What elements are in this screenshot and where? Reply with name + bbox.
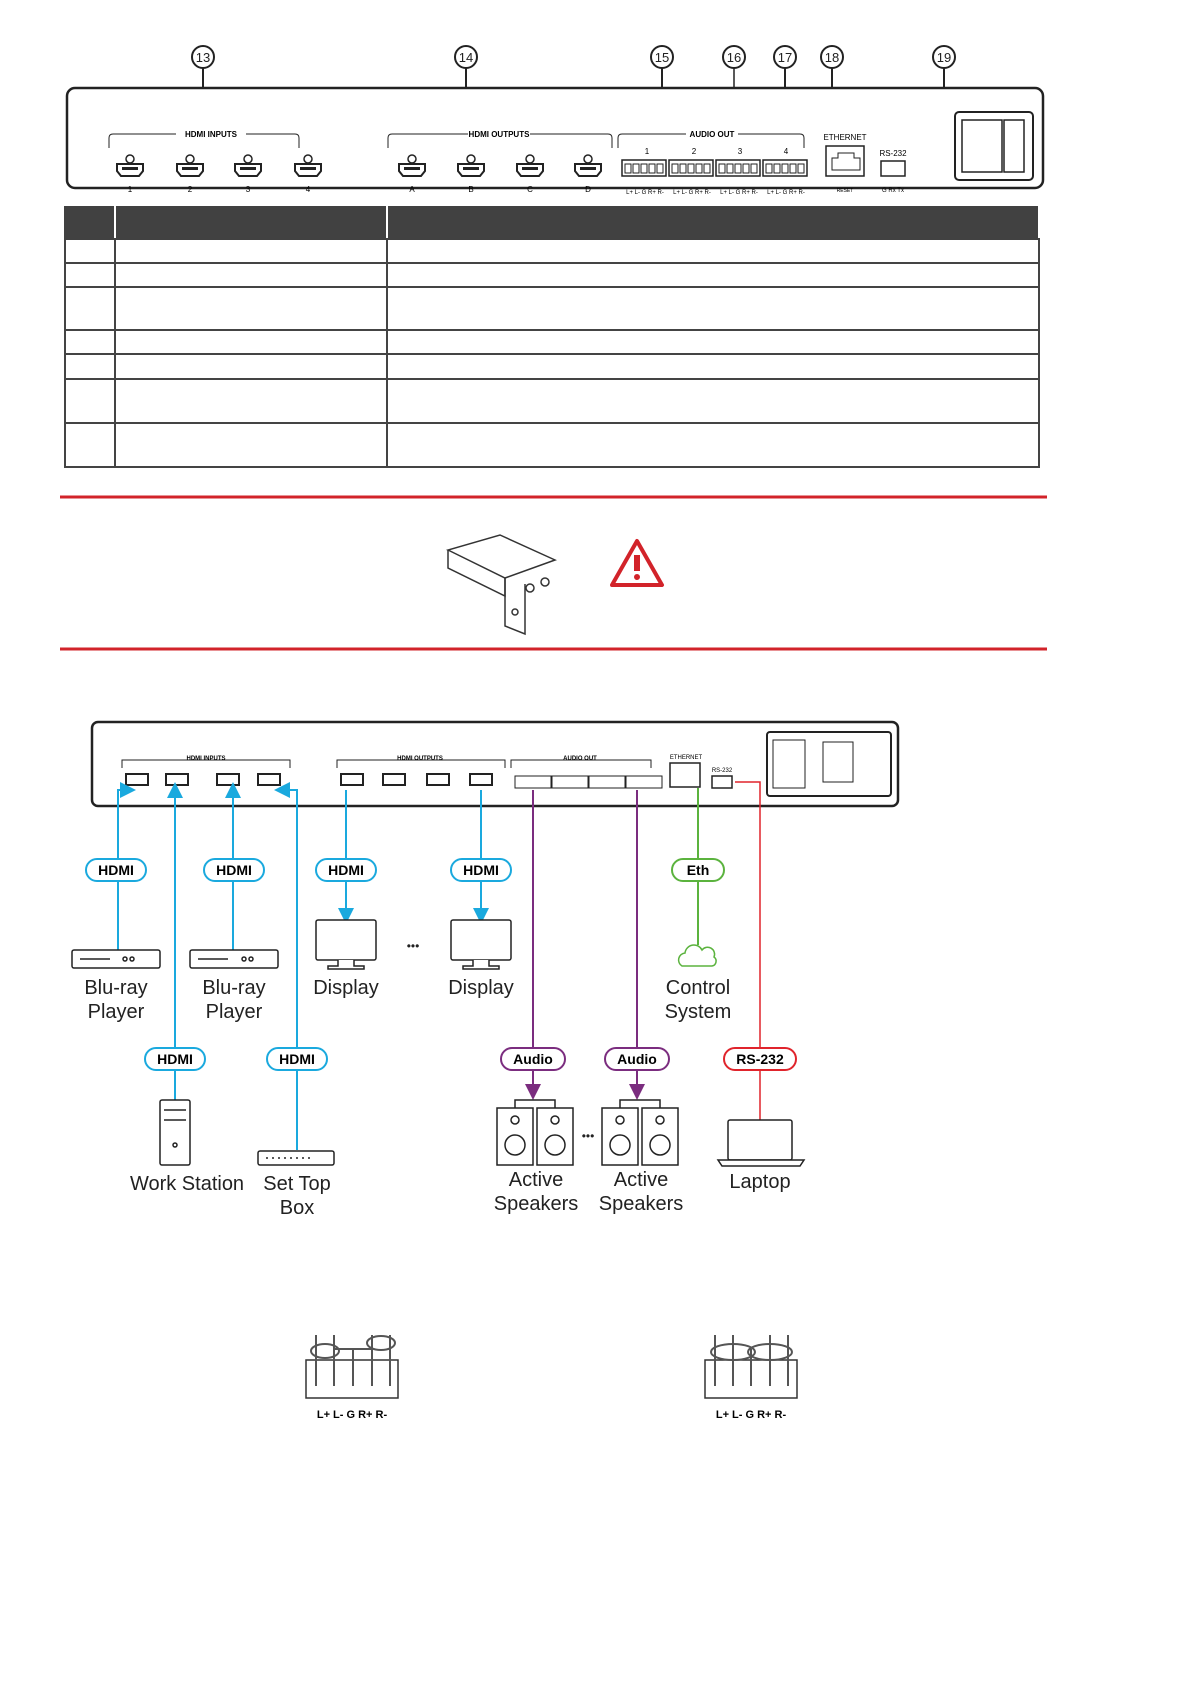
port-out-c: C: [527, 185, 533, 194]
callout-16: 16: [727, 50, 741, 65]
table-row: [64, 378, 1040, 424]
callout-17: 17: [778, 50, 792, 65]
port-in-3: 3: [246, 185, 251, 194]
label-ethernet: ETHERNET: [823, 133, 866, 142]
port-in-1: 1: [128, 185, 133, 194]
audio-port-2: 2: [692, 147, 697, 156]
label-rs232: RS-232: [879, 149, 907, 158]
callout-18: 18: [825, 50, 839, 65]
audio-pins-2: L+ L- G R+ R-: [673, 190, 711, 196]
port-out-d: D: [585, 185, 591, 194]
audio-pins-4: L+ L- G R+ R-: [767, 190, 805, 196]
port-out-b: B: [468, 185, 473, 194]
features-table: [64, 206, 1040, 468]
label-hdmi-inputs: HDMI INPUTS: [185, 130, 238, 139]
table-row: [64, 238, 1040, 264]
audio-port-4: 4: [784, 147, 789, 156]
audio-port-3: 3: [738, 147, 743, 156]
callout-19: 19: [937, 50, 951, 65]
rs232-pins: G Rx Tx: [882, 188, 904, 194]
port-out-a: A: [409, 185, 415, 194]
audio-pins-3: L+ L- G R+ R-: [720, 190, 758, 196]
audio-port-1: 1: [645, 147, 650, 156]
table-row: [64, 286, 1040, 331]
port-in-2: 2: [188, 185, 193, 194]
callout-13: 13: [196, 50, 210, 65]
label-hdmi-outputs: HDMI OUTPUTS: [469, 130, 531, 139]
callout-14: 14: [459, 50, 473, 65]
port-in-4: 4: [306, 185, 311, 194]
table-row: [64, 422, 1040, 468]
rear-panel-top: HDMI INPUTS HDMI OUTPUTS AUDIO OUT 1 2 3…: [65, 86, 1045, 196]
table-row: [64, 353, 1040, 380]
callout-15: 15: [655, 50, 669, 65]
table-header: [64, 206, 1040, 240]
table-row: [64, 262, 1040, 288]
label-audio-out: AUDIO OUT: [690, 130, 735, 139]
label-reset: RESET: [837, 188, 854, 194]
table-row: [64, 329, 1040, 355]
audio-pins-1: L+ L- G R+ R-: [626, 190, 664, 196]
